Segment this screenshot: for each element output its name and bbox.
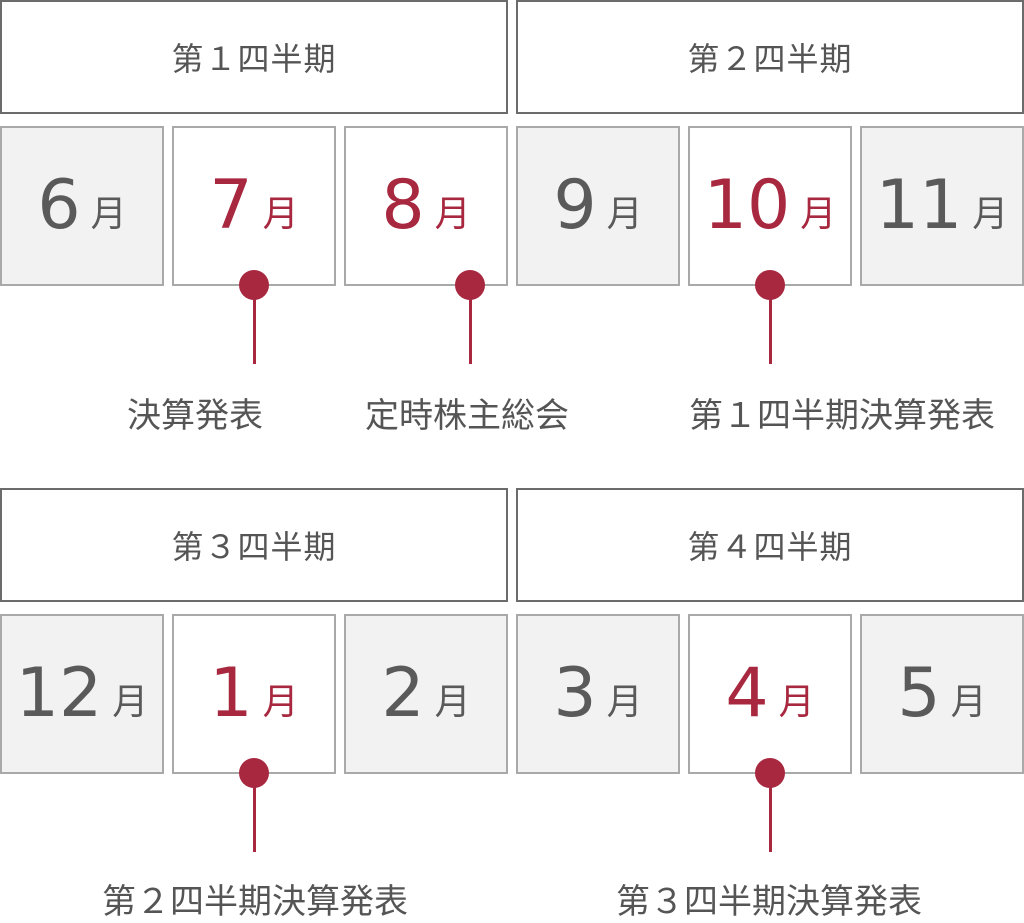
event-marker-dot-7 (239, 270, 269, 300)
month-unit: 月 (778, 682, 815, 723)
quarter-header-q4: 第４四半期 (516, 488, 1024, 602)
month-number: 10 (703, 166, 791, 245)
month-unit: 月 (950, 682, 987, 723)
event-label-earnings: 決算発表 (127, 396, 263, 436)
month-unit: 月 (800, 194, 837, 235)
event-marker-line-8 (469, 298, 472, 364)
month-number: 7 (209, 166, 253, 245)
month-unit: 月 (262, 682, 299, 723)
month-unit: 月 (434, 682, 471, 723)
month-number: 11 (875, 166, 963, 245)
event-marker-dot-8 (455, 270, 485, 300)
month-number: 12 (15, 654, 103, 733)
month-unit: 月 (434, 194, 471, 235)
month-number: 8 (381, 166, 425, 245)
month-number: 6 (37, 166, 81, 245)
quarter-header-q3: 第３四半期 (0, 488, 508, 602)
month-unit: 月 (90, 194, 127, 235)
event-marker-line-10 (769, 298, 772, 364)
month-unit: 月 (606, 682, 643, 723)
month-unit: 月 (606, 194, 643, 235)
quarter-header-q2: 第２四半期 (516, 0, 1024, 114)
event-label-q2-earnings: 第２四半期決算発表 (102, 882, 408, 922)
month-unit: 月 (112, 682, 149, 723)
event-marker-line-1 (253, 786, 256, 852)
event-label-q1-earnings: 第１四半期決算発表 (689, 396, 995, 436)
month-unit: 月 (972, 194, 1009, 235)
month-number: 3 (553, 654, 597, 733)
month-number: 9 (553, 166, 597, 245)
event-label-q3-earnings: 第３四半期決算発表 (616, 882, 922, 922)
month-number: 4 (725, 654, 769, 733)
event-marker-line-7 (253, 298, 256, 364)
event-marker-dot-1 (239, 758, 269, 788)
month-number: 1 (209, 654, 253, 733)
month-number: 2 (381, 654, 425, 733)
event-marker-dot-4 (755, 758, 785, 788)
event-marker-dot-10 (755, 270, 785, 300)
month-unit: 月 (262, 194, 299, 235)
quarter-header-q1: 第１四半期 (0, 0, 508, 114)
event-label-shareholders-meeting: 定時株主総会 (365, 396, 569, 436)
event-marker-line-4 (769, 786, 772, 852)
month-number: 5 (897, 654, 941, 733)
